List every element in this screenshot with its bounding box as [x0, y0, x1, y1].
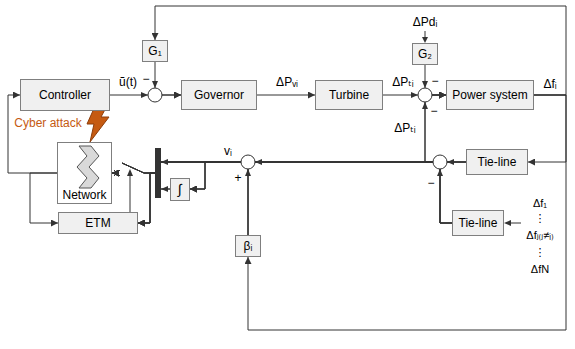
signal-label: ΔPᵥᵢ	[276, 75, 298, 89]
signal-connector	[112, 162, 452, 223]
mux-bar	[155, 148, 161, 198]
turbine-box: Turbine	[315, 80, 383, 110]
signal-label: ΔfN	[531, 263, 549, 276]
box-label: G₁	[148, 44, 161, 58]
box-label: Controller	[39, 88, 91, 102]
box-label: Turbine	[329, 88, 369, 102]
controller-box: Controller	[20, 79, 110, 111]
signal-label: Δfᵢ	[543, 77, 556, 91]
signal-connector	[257, 95, 315, 96]
ellipsis-label: ⋮	[535, 246, 546, 259]
signal-label: ΔPₜᵢ	[394, 121, 415, 135]
summing-junction	[148, 88, 162, 102]
summing-junction	[433, 155, 447, 169]
box-label: βᵢ	[244, 239, 253, 253]
disturbance-line	[425, 31, 426, 38]
sign-label: −	[427, 176, 434, 190]
gain-box: G₂	[412, 43, 438, 65]
attack-label: Cyber attack	[14, 116, 81, 130]
box-label: Network	[62, 188, 106, 202]
signal-connector	[190, 162, 452, 223]
power-system-box: Power system	[446, 80, 534, 110]
signal-label: vᵢ	[224, 144, 232, 158]
signal-connector	[112, 163, 170, 189]
box-label: ∫	[178, 181, 182, 198]
arrowhead	[152, 81, 158, 88]
trigger-line	[130, 174, 131, 212]
arrowhead	[255, 159, 262, 165]
summing-junction	[418, 88, 432, 102]
signal-connector	[30, 173, 58, 223]
arrowhead	[411, 92, 418, 98]
signal-label: Δfⱼ₍ⱼ≠ᵢ₎	[526, 229, 553, 242]
box-label: Tie-line	[459, 216, 498, 230]
signal-connector	[138, 162, 452, 223]
tie-line-box: Tie-line	[466, 149, 528, 175]
signal-label: Δf₁	[533, 197, 547, 210]
switch-contact	[114, 170, 120, 176]
box-label: Governor	[194, 88, 244, 102]
gain-box: G₁	[142, 40, 168, 62]
arrowhead	[422, 81, 428, 88]
network-break-icon	[77, 146, 99, 188]
arrowhead	[437, 169, 443, 176]
signal-connector	[138, 162, 248, 235]
box-label: Power system	[452, 88, 527, 102]
box-label: G₂	[418, 47, 432, 61]
sign-label: −	[430, 104, 437, 118]
arrowhead	[245, 169, 251, 176]
signal-connector	[138, 162, 466, 223]
frequency-input-line	[510, 223, 521, 224]
sign-label: +	[234, 171, 241, 185]
sign-label: −	[431, 74, 438, 88]
signal-label: ΔPₜᵢ	[392, 75, 413, 89]
summing-junction	[241, 155, 255, 169]
arrowhead	[504, 220, 511, 226]
arrowhead	[447, 159, 454, 165]
integrator-box: ∫	[170, 178, 190, 201]
signal-connector	[190, 162, 248, 235]
signal-label: ũ(t)	[119, 75, 137, 89]
switch-contact	[114, 170, 120, 176]
signal-connector	[190, 162, 466, 189]
arrowhead	[161, 159, 168, 165]
signal-label: ΔPdᵢ	[413, 15, 438, 29]
governor-box: Governor	[181, 80, 257, 110]
connector-group	[8, 6, 566, 330]
signal-connector	[248, 95, 566, 330]
signal-connector	[425, 95, 452, 223]
box-label: Tie-line	[478, 155, 517, 169]
signal-connector	[138, 173, 170, 223]
network-box: Network	[57, 142, 112, 204]
arrowhead	[422, 102, 428, 109]
arrowhead	[161, 186, 168, 192]
arrowhead	[141, 92, 148, 98]
etm-box: ETM	[58, 212, 138, 234]
sign-label: −	[142, 72, 149, 86]
ellipsis-label: ⋮	[535, 212, 546, 225]
gain-box: βᵢ	[235, 235, 261, 257]
box-label: ETM	[85, 216, 110, 230]
tie-line-box: Tie-line	[452, 210, 504, 236]
